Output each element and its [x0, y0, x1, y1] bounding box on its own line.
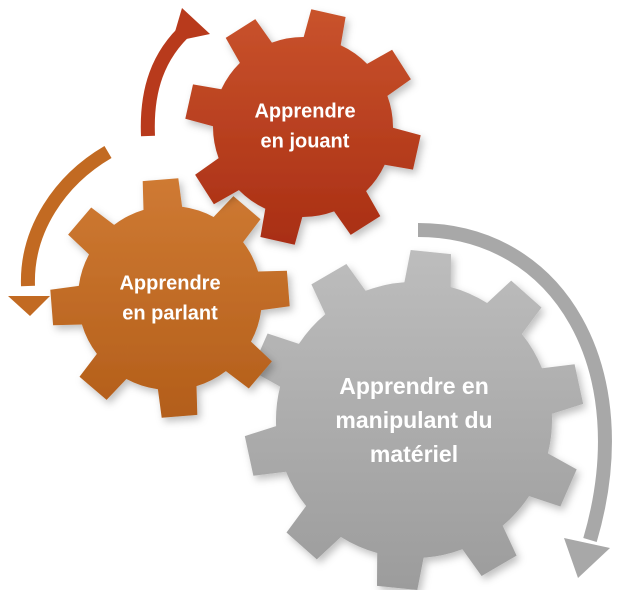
gear-materiel-label-line-1: Apprendre en: [339, 373, 489, 399]
gear-parlant-label-line-1: Apprendre: [119, 272, 220, 294]
gear-parlant-shape: [50, 178, 290, 418]
arrow-red: [140, 8, 210, 137]
gear-materiel-shape: [244, 250, 584, 590]
gear-jouant-label-line-1: Apprendre: [254, 100, 355, 122]
arrow-red-head: [172, 8, 210, 42]
arrow-gray-shaft: [417, 223, 612, 542]
gear-materiel-label-line-3: matériel: [370, 441, 458, 467]
gear-parlant: Apprendre en parlant: [50, 178, 290, 418]
arrow-gray-head: [564, 538, 610, 578]
gear-materiel: Apprendre en manipulant du matériel: [244, 250, 584, 590]
arrow-red-shaft: [140, 22, 193, 137]
gear-materiel-label-line-2: manipulant du: [335, 407, 492, 433]
gear-jouant-label-line-2: en jouant: [261, 130, 350, 152]
arrow-orange-shaft: [20, 145, 112, 287]
arrow-orange-head: [8, 296, 50, 316]
gear-jouant: Apprendre en jouant: [185, 9, 421, 245]
gear-jouant-shape: [185, 9, 421, 245]
arrow-gray: [417, 223, 612, 578]
gear-parlant-label-line-2: en parlant: [122, 302, 218, 324]
arrow-orange: [8, 145, 112, 316]
